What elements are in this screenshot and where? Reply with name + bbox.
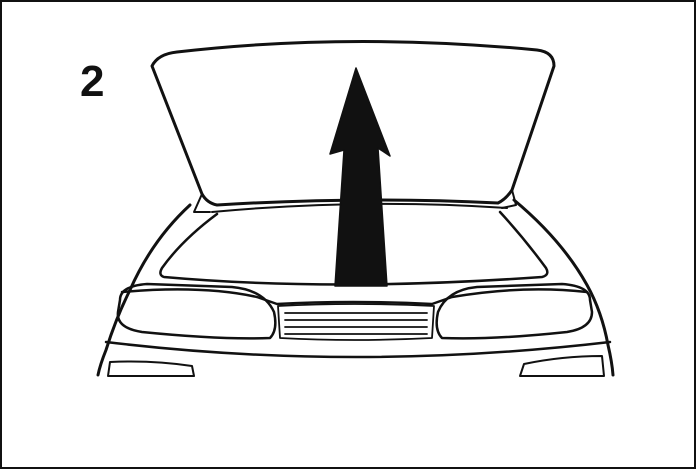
left-bumper-cutout [107, 360, 195, 377]
top-divider [2, 0, 696, 2]
left-headlight [116, 282, 277, 340]
hood-panel [150, 39, 556, 207]
up-arrow-icon [329, 67, 391, 287]
front-grille [277, 303, 435, 341]
right-headlight [435, 282, 594, 340]
car-body-outline-right [512, 198, 615, 377]
hood-hinge-left [193, 193, 211, 213]
bumper-line [104, 340, 612, 359]
front-upper-line [120, 288, 589, 306]
car-body-outline [96, 203, 192, 377]
step-number: 2 [80, 57, 105, 106]
right-bumper-cutout [519, 355, 605, 377]
